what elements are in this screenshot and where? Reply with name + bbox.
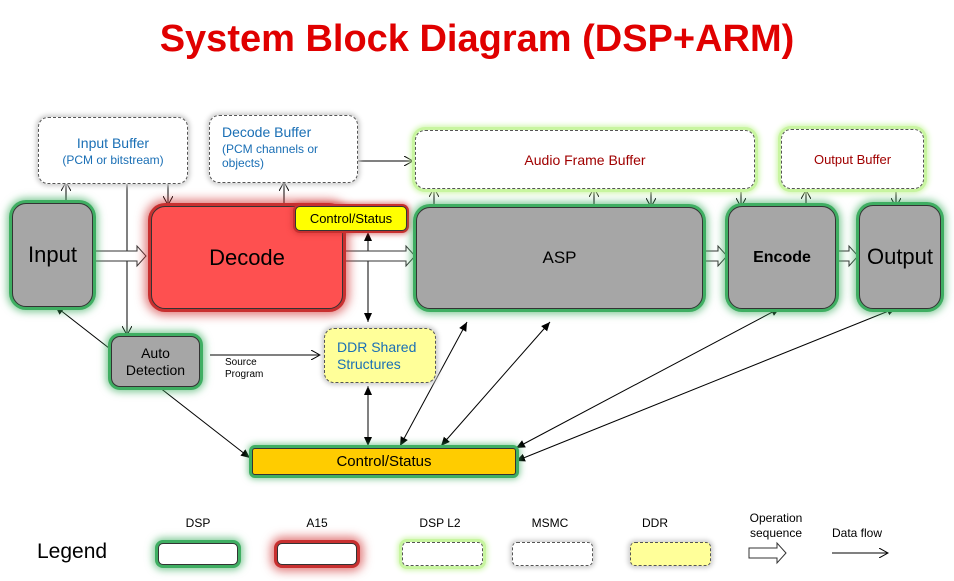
decode-control-status: Control/Status [295, 206, 407, 231]
legend-op-arrow [748, 541, 787, 565]
input-buffer-title: Input Buffer [76, 134, 150, 151]
audio-frame-buffer: Audio Frame Buffer [415, 130, 755, 189]
output-buffer-title: Output Buffer [813, 151, 892, 167]
input-buffer: Input Buffer (PCM or bitstream) [38, 117, 188, 184]
legend-label-operation-sequence: Operation sequence [749, 511, 803, 540]
output-buffer: Output Buffer [781, 129, 924, 189]
input-buffer-subtitle: (PCM or bitstream) [62, 152, 164, 167]
auto-detection-label: Auto Detection [125, 344, 186, 378]
audio-frame-buffer-title: Audio Frame Buffer [524, 151, 646, 168]
control-status-block: Control/Status [252, 448, 516, 475]
legend-label-dsp: DSP [185, 516, 211, 530]
decode-buffer-subtitle: (PCM channels or objects) [222, 142, 319, 170]
legend-heading: Legend [37, 540, 108, 563]
legend-label-dsp-l2: DSP L2 [419, 516, 461, 530]
legend-label-msmc: MSMC [531, 516, 569, 530]
input-block: Input [12, 203, 93, 307]
asp-block: ASP [416, 207, 703, 309]
auto-detection-block: Auto Detection [111, 336, 200, 387]
legend-label-ddr: DDR [642, 516, 668, 530]
decode-buffer-title: Decode Buffer [222, 124, 312, 140]
decode-control-status-label: Control/Status [309, 211, 393, 226]
op-arrow-encode-output [835, 244, 859, 268]
ddr-shared-structures: DDR Shared Structures [324, 328, 436, 383]
legend-swatch-ddr [630, 542, 711, 566]
legend-label-data-flow: Data flow [831, 526, 883, 540]
decode-block: Decode [151, 206, 343, 309]
op-arrow-decode-asp [342, 244, 416, 268]
output-block: Output [859, 205, 941, 309]
input-block-label: Input [28, 242, 77, 267]
asp-block-label: ASP [542, 248, 577, 267]
ddr-shared-label: DDR Shared Structures [337, 338, 417, 372]
legend-swatch-msmc [512, 542, 593, 566]
encode-block-label: Encode [753, 248, 811, 266]
decode-block-label: Decode [209, 244, 285, 270]
encode-block: Encode [728, 206, 836, 309]
decode-buffer: Decode Buffer (PCM channels or objects) [209, 115, 358, 183]
output-block-label: Output [866, 244, 934, 269]
legend-swatch-a15 [277, 543, 357, 565]
op-arrow-asp-encode [702, 244, 728, 268]
legend-swatch-dsp-l2 [402, 542, 483, 566]
op-arrow-input-decode [93, 244, 147, 268]
page-title: System Block Diagram (DSP+ARM) [159, 18, 795, 60]
legend-label-a15: A15 [306, 516, 328, 530]
source-program-label: Source Program [225, 357, 264, 380]
legend-swatch-dsp [158, 543, 238, 565]
control-status-label: Control/Status [336, 453, 432, 470]
